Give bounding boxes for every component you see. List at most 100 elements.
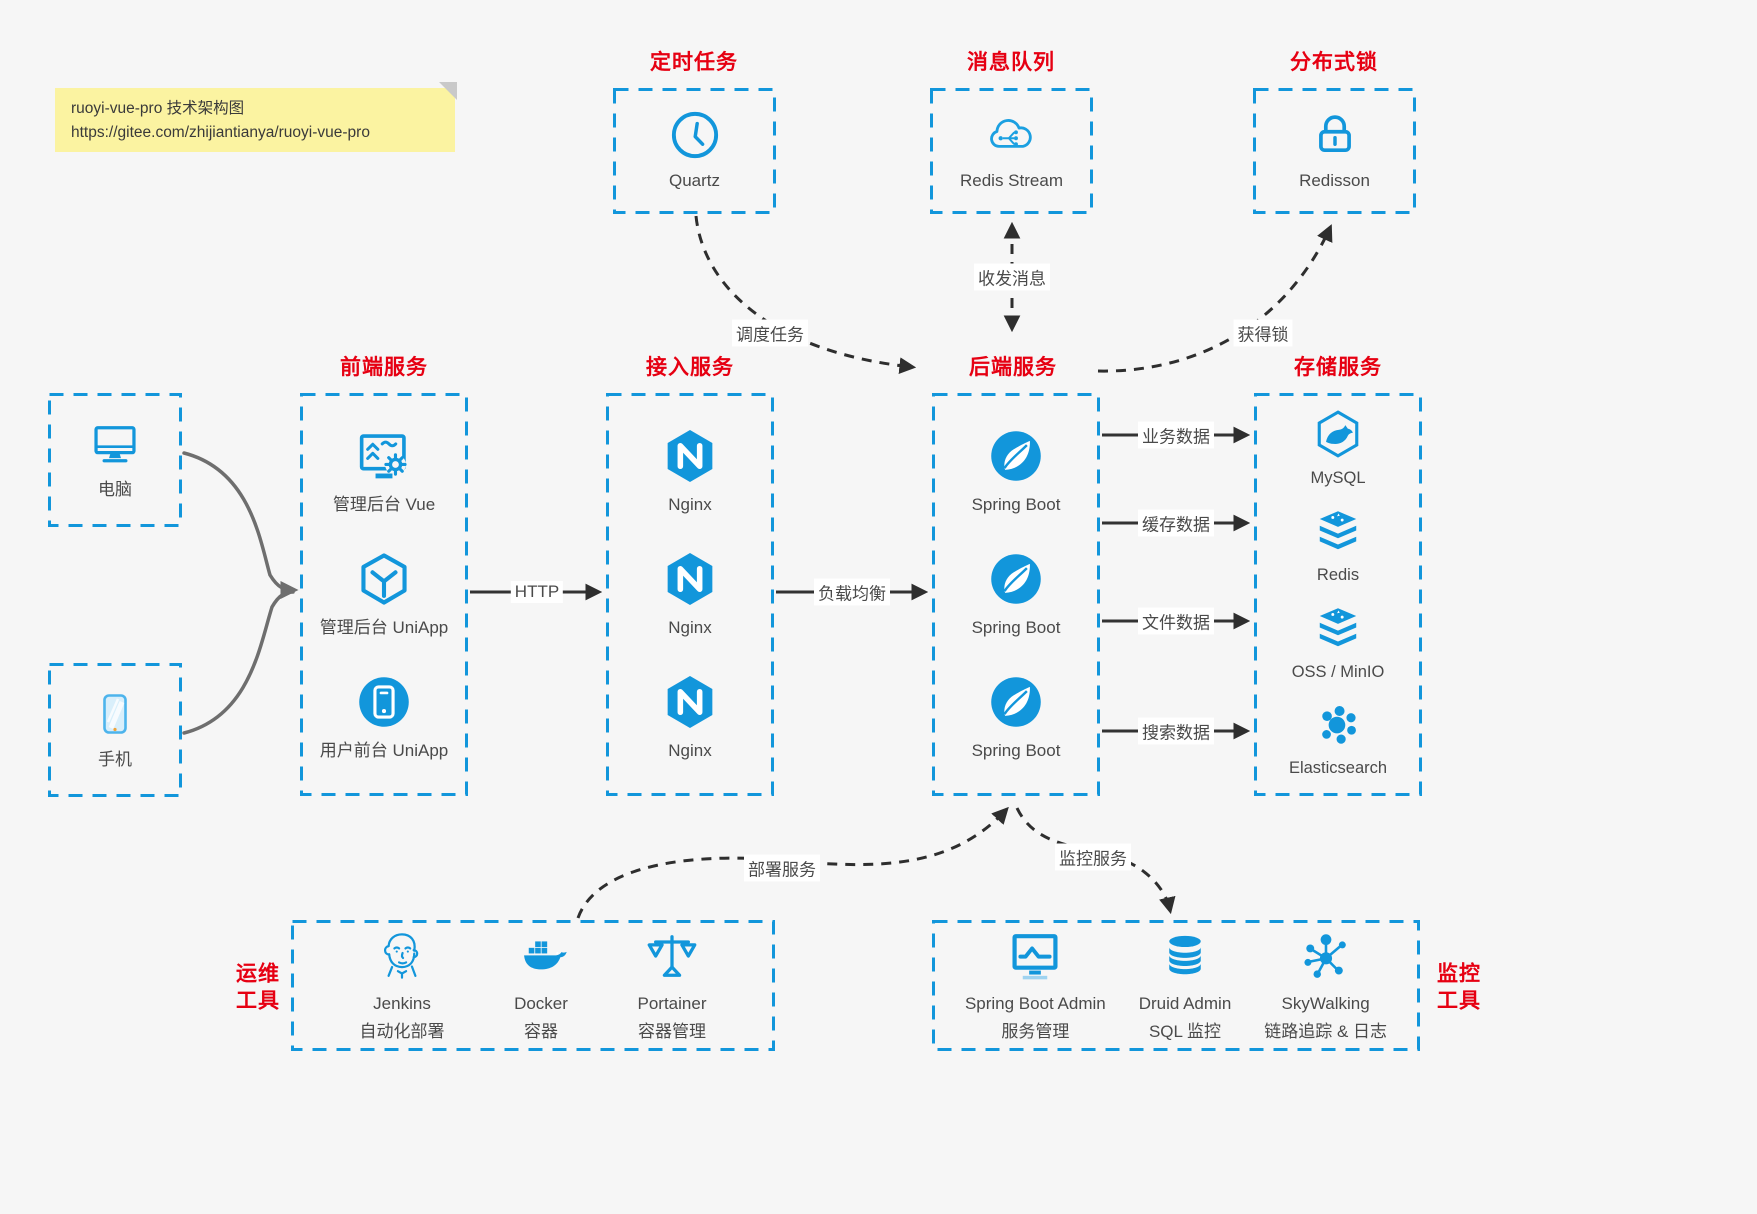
node-spring-boot-admin: Spring Boot Admin 服务管理 bbox=[965, 928, 1106, 1042]
spring-boot-admin-icon bbox=[1007, 928, 1063, 984]
box-storage-services: MySQL Redis bbox=[1254, 393, 1422, 796]
node-quartz: Quartz bbox=[669, 109, 721, 192]
edge-phone-frontend bbox=[182, 590, 295, 735]
uniapp-cube-icon bbox=[355, 550, 413, 608]
node-sublabel: SQL 监控 bbox=[1148, 1021, 1222, 1041]
node-label: Quartz bbox=[668, 171, 721, 191]
nginx-icon bbox=[661, 550, 719, 608]
box-gateway-services: Nginx Nginx Nginx bbox=[606, 393, 774, 796]
node-label: SkyWalking bbox=[1281, 994, 1370, 1014]
node-oss-minio: OSS / MinIO bbox=[1292, 603, 1384, 683]
spring-boot-icon bbox=[987, 673, 1045, 731]
nginx-icon bbox=[661, 427, 719, 485]
spring-boot-icon bbox=[987, 550, 1045, 608]
node-label: Redisson bbox=[1299, 171, 1370, 191]
node-jenkins: Jenkins 自动化部署 bbox=[360, 928, 445, 1042]
cloud-mq-icon bbox=[983, 109, 1039, 161]
box-backend-services: Spring Boot Spring Boot Spring Boot bbox=[932, 393, 1100, 796]
node-label: MySQL bbox=[1310, 469, 1366, 488]
node-label: Spring Boot bbox=[971, 617, 1061, 637]
node-label: 管理后台 UniApp bbox=[319, 617, 449, 637]
node-label: Spring Boot bbox=[971, 494, 1061, 514]
group-title-distributed-lock: 分布式锁 bbox=[1290, 51, 1378, 74]
portainer-icon bbox=[644, 928, 700, 984]
node-nginx-1: Nginx bbox=[661, 427, 719, 516]
column-title-frontend: 前端服务 bbox=[340, 356, 428, 379]
node-portainer: Portainer 容器管理 bbox=[637, 928, 707, 1042]
group-title-ops-tools: 运维 工具 bbox=[236, 962, 280, 1013]
node-spring-boot-3: Spring Boot bbox=[972, 673, 1060, 762]
node-redis: Redis bbox=[1313, 506, 1363, 586]
edge-desktop-frontend bbox=[182, 451, 299, 600]
node-label: 用户前台 UniApp bbox=[319, 740, 449, 760]
note-url: https://gitee.com/zhijiantianya/ruoyi-vu… bbox=[71, 124, 370, 142]
node-druid-admin: Druid Admin SQL 监控 bbox=[1138, 928, 1232, 1042]
elasticsearch-icon bbox=[1313, 699, 1363, 749]
node-label: 电脑 bbox=[98, 480, 132, 500]
clock-icon bbox=[669, 109, 721, 161]
conn-label-load-balance: 负载均衡 bbox=[814, 578, 890, 606]
jenkins-icon bbox=[374, 928, 430, 984]
conn-label-search-data: 搜索数据 bbox=[1138, 717, 1214, 745]
node-label: Portainer bbox=[637, 994, 707, 1014]
group-title-scheduled-task: 定时任务 bbox=[650, 51, 738, 74]
column-title-backend: 后端服务 bbox=[969, 356, 1057, 379]
node-label: Redis Stream bbox=[960, 171, 1063, 191]
node-sublabel: 服务管理 bbox=[1001, 1021, 1070, 1041]
edge-get-lock bbox=[1097, 224, 1333, 373]
admin-vue-icon bbox=[355, 427, 413, 485]
node-label: Jenkins bbox=[373, 994, 431, 1014]
node-elasticsearch: Elasticsearch bbox=[1289, 699, 1387, 779]
box-scheduled-task: Quartz bbox=[613, 88, 776, 214]
spring-boot-icon bbox=[987, 427, 1045, 485]
node-nginx-2: Nginx bbox=[661, 550, 719, 639]
node-label: 管理后台 Vue bbox=[332, 494, 436, 514]
node-spring-boot-2: Spring Boot bbox=[971, 550, 1061, 639]
node-nginx-3: Nginx bbox=[661, 673, 719, 762]
box-distributed-lock: Redisson bbox=[1253, 88, 1416, 214]
node-docker: Docker 容器 bbox=[513, 928, 569, 1042]
conn-label-deploy: 部署服务 bbox=[744, 854, 820, 882]
box-monitor-tools: Spring Boot Admin 服务管理 Druid Admin SQL 监… bbox=[932, 920, 1420, 1051]
node-redis-stream: Redis Stream bbox=[960, 109, 1063, 192]
node-admin-vue: 管理后台 Vue bbox=[333, 427, 435, 516]
mysql-icon bbox=[1313, 409, 1363, 459]
node-label: Nginx bbox=[668, 494, 712, 514]
node-phone: 手机 bbox=[91, 688, 139, 771]
smartphone-icon bbox=[91, 688, 139, 740]
skywalking-icon bbox=[1298, 928, 1354, 984]
conn-label-cache-data: 缓存数据 bbox=[1138, 509, 1214, 537]
druid-icon bbox=[1157, 928, 1213, 984]
conn-label-schedule: 调度任务 bbox=[732, 319, 808, 347]
node-sublabel: 容器管理 bbox=[637, 1021, 706, 1041]
node-desktop: 电脑 bbox=[89, 418, 141, 501]
node-label: Redis bbox=[1316, 565, 1360, 584]
box-phone-client: 手机 bbox=[48, 663, 182, 797]
node-sublabel: 链路追踪 & 日志 bbox=[1264, 1021, 1388, 1041]
node-label: Spring Boot Admin bbox=[964, 994, 1106, 1014]
mobile-app-icon bbox=[355, 673, 413, 731]
node-label: Druid Admin bbox=[1138, 994, 1232, 1014]
conn-label-messaging: 收发消息 bbox=[974, 263, 1050, 291]
node-label: 手机 bbox=[98, 750, 132, 770]
node-label: Nginx bbox=[668, 740, 712, 760]
node-redisson: Redisson bbox=[1299, 109, 1370, 192]
node-label: Elasticsearch bbox=[1288, 759, 1388, 778]
oss-minio-icon bbox=[1313, 603, 1363, 653]
box-desktop-client: 电脑 bbox=[48, 393, 182, 527]
node-sublabel: 自动化部署 bbox=[359, 1021, 445, 1041]
sticky-note: ruoyi-vue-pro 技术架构图 https://gitee.com/zh… bbox=[55, 82, 457, 152]
group-title-monitor-tools: 监控 工具 bbox=[1437, 962, 1481, 1013]
docker-icon bbox=[513, 928, 569, 984]
lock-icon bbox=[1309, 109, 1361, 161]
column-title-gateway: 接入服务 bbox=[646, 356, 734, 379]
box-frontend-services: 管理后台 Vue 管理后台 UniApp 用户前台 UniApp bbox=[300, 393, 468, 796]
node-mysql: MySQL bbox=[1310, 409, 1366, 489]
conn-label-business-data: 业务数据 bbox=[1138, 421, 1214, 449]
conn-label-http: HTTP bbox=[510, 581, 564, 603]
node-label: Nginx bbox=[668, 617, 712, 637]
node-label: Docker bbox=[514, 994, 568, 1014]
nginx-icon bbox=[661, 673, 719, 731]
node-spring-boot-1: Spring Boot bbox=[971, 427, 1061, 516]
